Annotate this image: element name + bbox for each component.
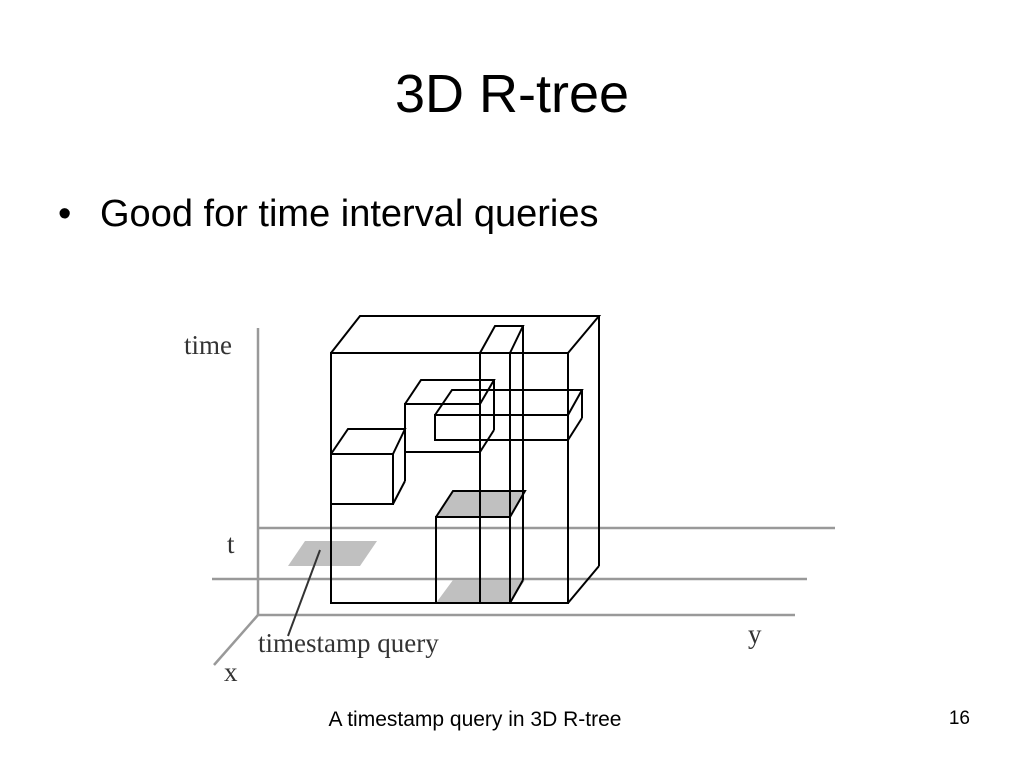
tall-thin-box bbox=[479, 325, 525, 604]
query-faces bbox=[288, 491, 525, 603]
outer-bounding-box bbox=[330, 315, 602, 604]
x-axis-line bbox=[213, 614, 259, 666]
timestamp-query-region bbox=[288, 541, 377, 566]
small-box-left bbox=[330, 428, 407, 505]
query-leader-line bbox=[287, 549, 321, 637]
slide-title: 3D R-tree bbox=[394, 64, 630, 124]
time-axis-label: time bbox=[184, 330, 232, 360]
timestamp-query-label: timestamp query bbox=[258, 628, 439, 658]
bullet-text: Good for time interval queries bbox=[100, 193, 599, 235]
lower-box bbox=[435, 490, 527, 604]
bounding-boxes bbox=[330, 315, 602, 604]
x-axis-label: x bbox=[224, 657, 238, 687]
bullet-symbol: • bbox=[58, 193, 72, 235]
bullet-item: • Good for time interval queries bbox=[58, 190, 598, 238]
y-axis-label: y bbox=[748, 619, 762, 649]
t-marker-label: t bbox=[227, 529, 235, 559]
page-number: 16 bbox=[948, 708, 970, 729]
horizontal-flat-box bbox=[434, 389, 584, 441]
slide-caption: A timestamp query in 3D R-tree bbox=[328, 708, 622, 731]
